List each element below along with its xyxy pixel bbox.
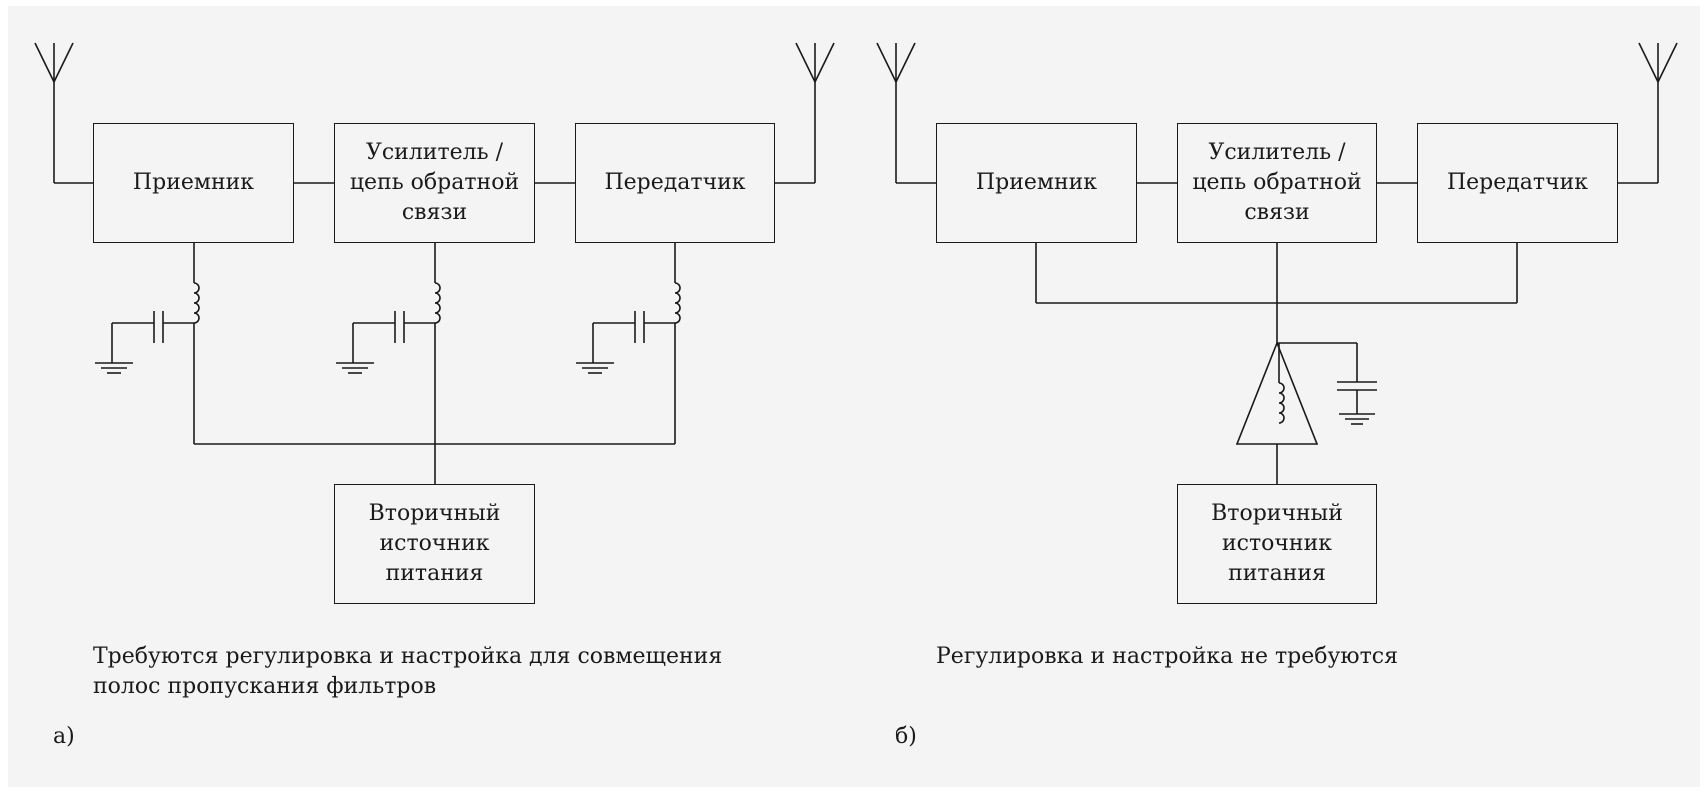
left-caption: Требуются регулировка и настройка для со…: [93, 644, 723, 699]
left-amplifier-box: Усилитель / цепь обратной связи: [334, 123, 535, 243]
left-panel-label: а): [53, 724, 75, 749]
left-antenna-transmit: [775, 42, 835, 184]
diagram-panel: [8, 6, 1700, 787]
left-power-supply-box: Вторичный источник питания: [334, 484, 535, 604]
left-filter-amplifier: [336, 243, 441, 484]
right-power-supply-box: Вторичный источник питания: [1177, 484, 1377, 604]
left-filter-transmitter: [576, 243, 681, 444]
right-common-filter: [1235, 340, 1377, 445]
right-transmitter-box: Передатчик: [1417, 123, 1618, 243]
left-filter-receiver: [95, 243, 200, 444]
right-antenna-receive: [876, 42, 936, 184]
left-transmitter-box: Передатчик: [575, 123, 775, 243]
right-transmitter-label: Передатчик: [1446, 170, 1589, 195]
left-transmitter-label: Передатчик: [604, 170, 746, 195]
right-power-bus: [1035, 243, 1518, 484]
right-power-supply-label: Вторичный источник питания: [1211, 501, 1343, 586]
right-amplifier-box: Усилитель / цепь обратной связи: [1177, 123, 1377, 243]
right-amplifier-label: Усилитель / цепь обратной связи: [1192, 140, 1362, 225]
left-receiver-label: Приемник: [132, 170, 255, 195]
right-panel-label: б): [895, 724, 917, 749]
right-receiver-box: Приемник: [936, 123, 1137, 243]
left-antenna-receive: [34, 42, 93, 184]
left-receiver-box: Приемник: [93, 123, 294, 243]
left-amplifier-label: Усилитель / цепь обратной связи: [349, 140, 520, 225]
right-receiver-label: Приемник: [975, 170, 1098, 195]
left-power-supply-label: Вторичный источник питания: [368, 501, 501, 586]
right-antenna-transmit: [1618, 42, 1678, 184]
right-caption: Регулировка и настройка не требуются: [936, 644, 1398, 669]
